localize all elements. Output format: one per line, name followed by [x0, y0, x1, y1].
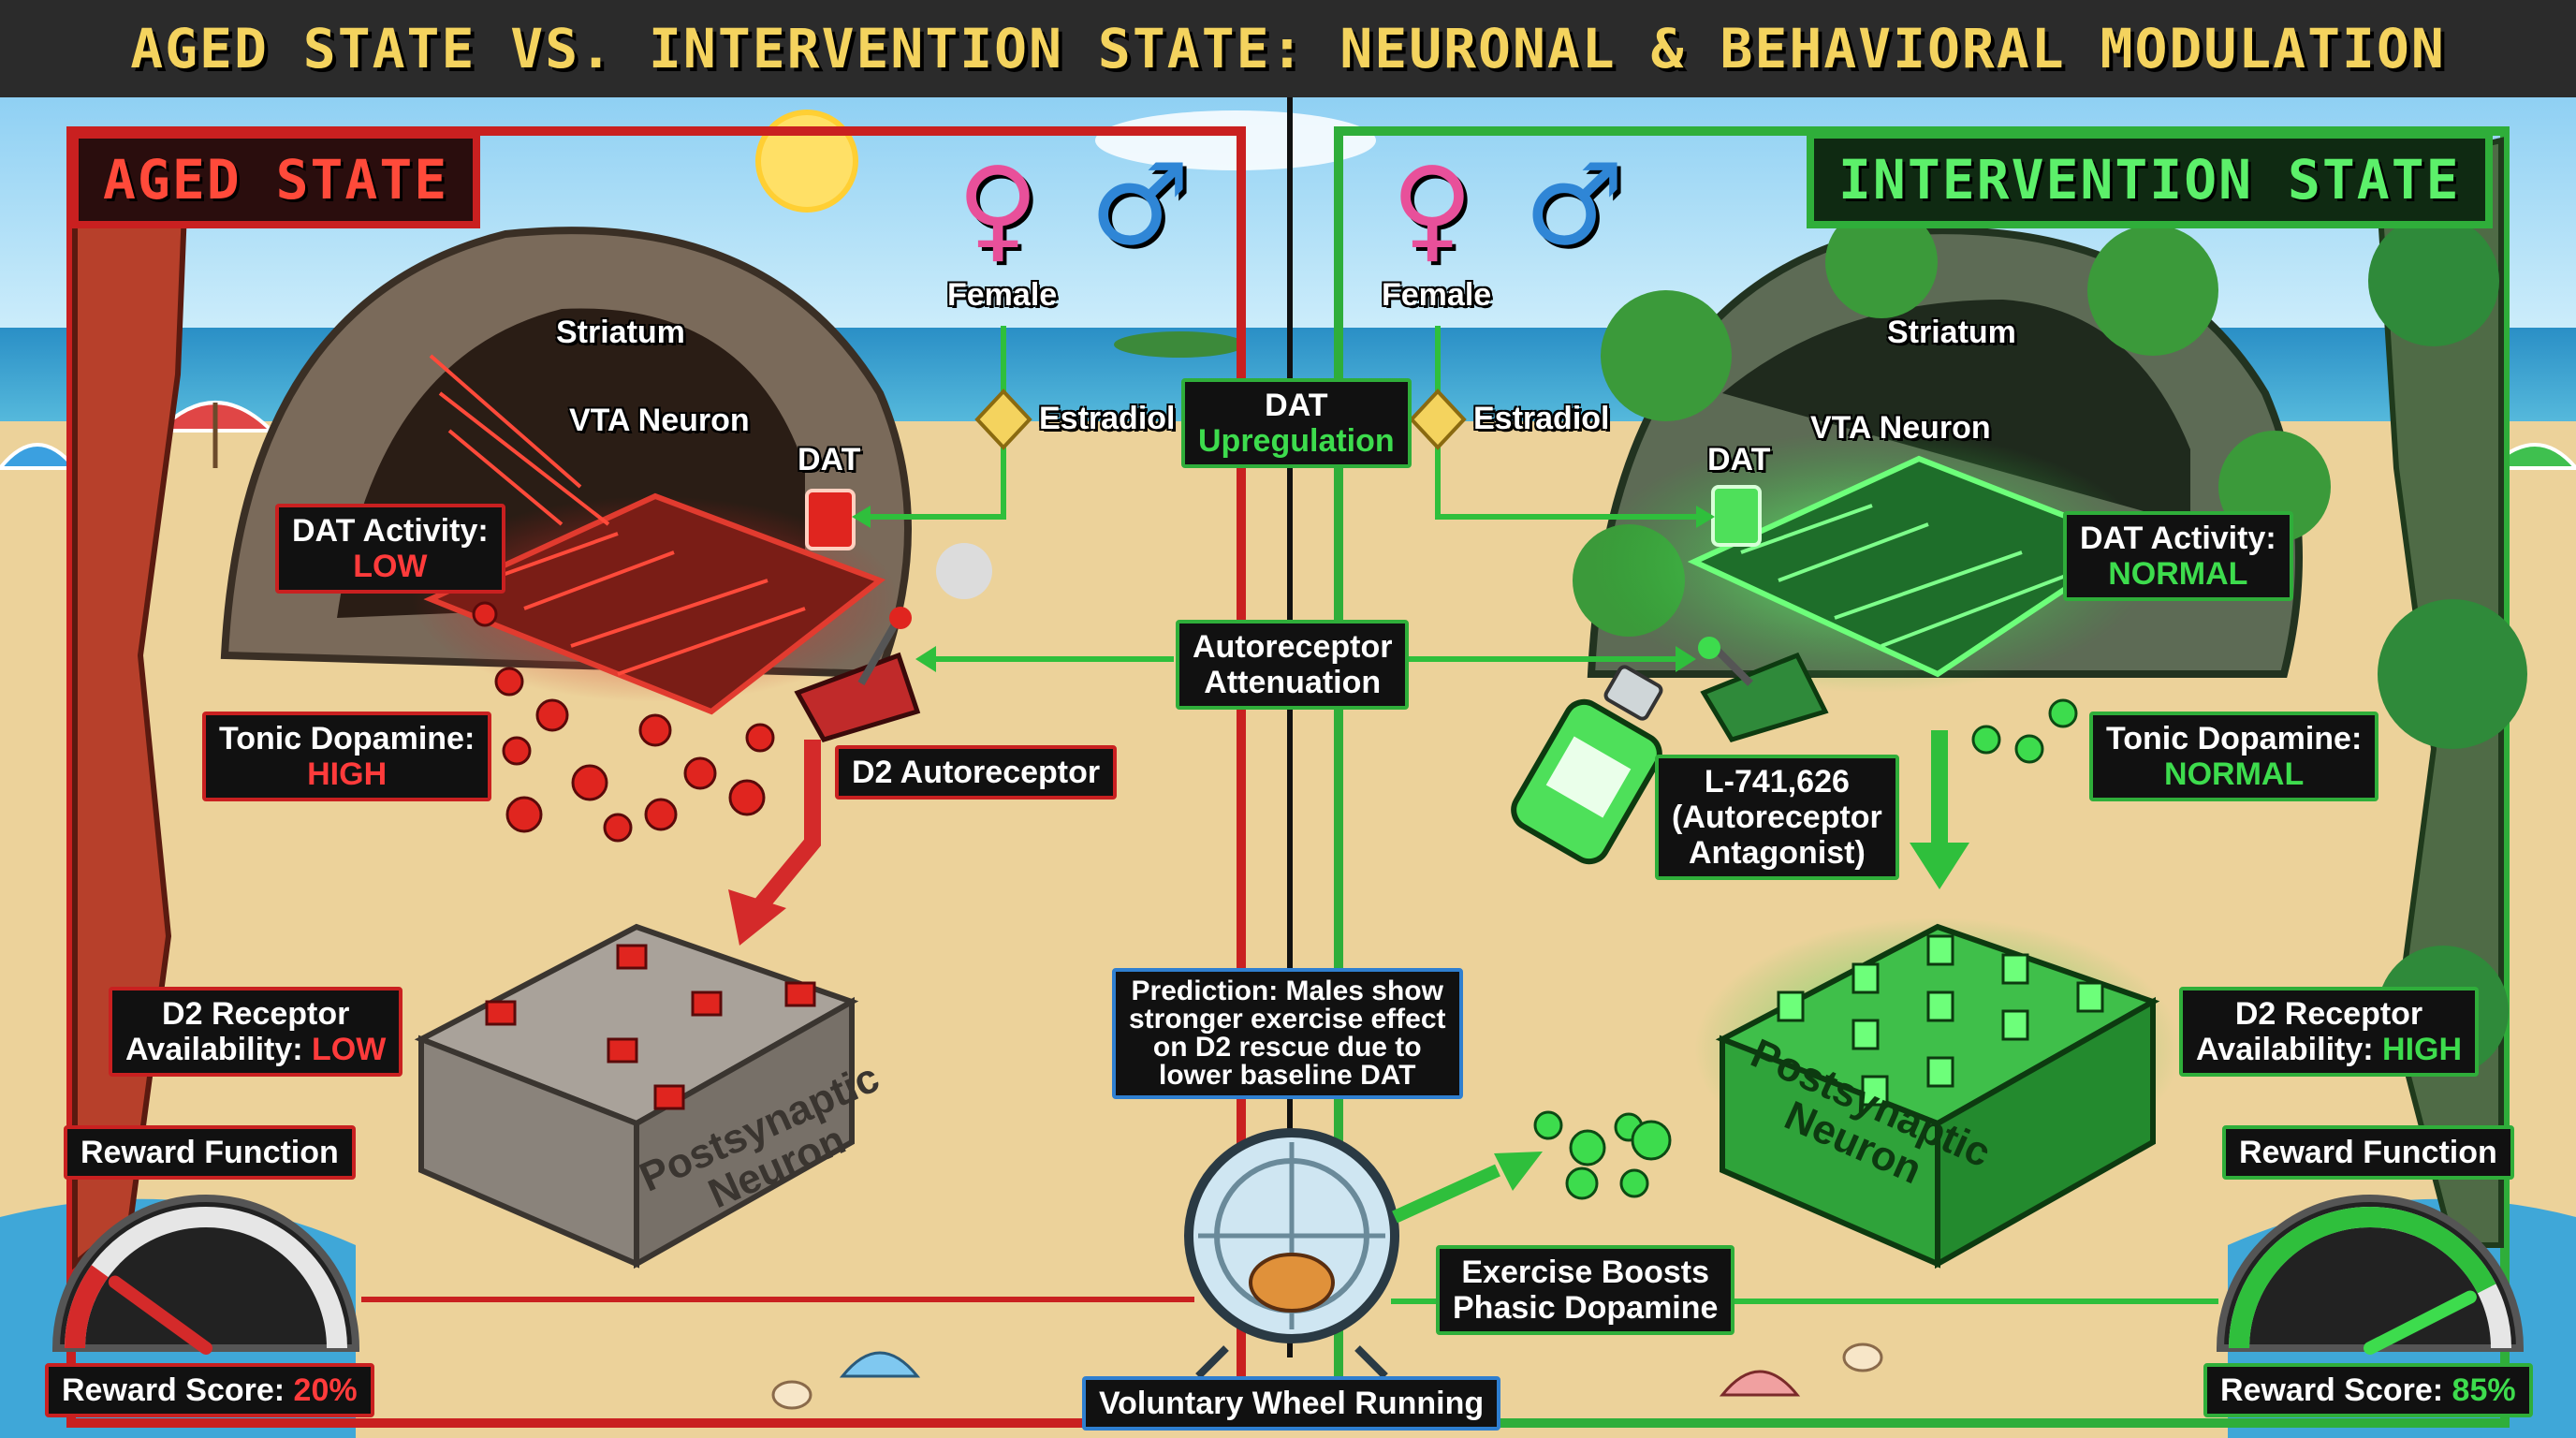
aged-estradiol-label: Estradiol: [1039, 401, 1176, 436]
exercise-boosts-label-1: Exercise Boosts: [1461, 1255, 1709, 1290]
sun-icon: [755, 110, 858, 213]
intervention-reward-gauge: [2216, 1195, 2525, 1355]
exercise-boosts-label-2: Phasic Dopamine: [1453, 1290, 1719, 1326]
prediction-line-3: on D2 rescue due to: [1152, 1032, 1422, 1063]
aged-tonic-dopamine-dots: [472, 601, 775, 843]
aged-d2-availability-label-1: D2 Receptor: [162, 996, 350, 1032]
aged-d2-availability-box: D2 Receptor Availability: LOW: [109, 987, 403, 1077]
aged-dat-label: DAT: [798, 442, 861, 477]
aged-reward-gauge: [51, 1195, 360, 1355]
intervention-d2-availability-value: HIGH: [2382, 1032, 2463, 1067]
title-bar: AGED STATE VS. INTERVENTION STATE: NEURO…: [0, 0, 2576, 97]
aged-reward-score-label: Reward Score:: [62, 1372, 285, 1408]
main-title: AGED STATE VS. INTERVENTION STATE: NEURO…: [130, 17, 2446, 81]
intervention-dat-transporter-icon: [1711, 485, 1762, 547]
prediction-line-4: lower baseline DAT: [1158, 1060, 1416, 1091]
antagonist-bottle-icon: [1511, 665, 1663, 865]
intervention-tonic-dopamine-value: NORMAL: [2164, 756, 2305, 792]
intervention-tonic-dopamine-label: Tonic Dopamine:: [2106, 721, 2363, 756]
prediction-line-1: Prediction: Males show: [1131, 976, 1443, 1006]
antagonist-label-2: (Autoreceptor: [1672, 800, 1882, 835]
intervention-d2-availability-label-1: D2 Receptor: [2234, 996, 2423, 1032]
aged-female-label: Female: [947, 277, 1058, 313]
antagonist-label-1: L-741,626: [1704, 764, 1850, 800]
aged-d2-autoreceptor-lever: [794, 652, 921, 742]
aged-reward-score-value: 20%: [293, 1372, 358, 1408]
intervention-female-symbol-icon: ♀: [1391, 144, 1473, 274]
autoreceptor-attenuation-label-2: Attenuation: [1204, 665, 1382, 700]
aged-dat-activity-box: DAT Activity: LOW: [275, 504, 505, 594]
prediction-line-2: stronger exercise effect: [1129, 1004, 1446, 1034]
aged-striatum-label: Striatum: [556, 315, 685, 350]
aged-female-symbol-icon: ♀: [957, 144, 1039, 274]
aged-reward-function-label: Reward Function: [64, 1125, 356, 1180]
intervention-striatum-label: Striatum: [1887, 315, 2016, 350]
aged-panel-title: AGED STATE: [71, 131, 481, 228]
antagonist-label-3: Antagonist): [1688, 835, 1866, 871]
exercise-boosts-box: Exercise Boosts Phasic Dopamine: [1436, 1245, 1735, 1335]
aged-vta-neuron-label: VTA Neuron: [569, 403, 750, 438]
aged-panel-border: [66, 126, 1246, 1428]
aged-arrow-head: [728, 889, 786, 946]
intervention-dat-activity-box: DAT Activity: NORMAL: [2063, 511, 2293, 601]
intervention-dat-activity-value: NORMAL: [2108, 556, 2248, 592]
intervention-reward-function-label: Reward Function: [2222, 1125, 2514, 1180]
intervention-reward-score-label: Reward Score:: [2220, 1372, 2444, 1408]
aged-reward-score-box: Reward Score: 20%: [45, 1363, 374, 1417]
aged-d2-availability-label-2: Availability:: [125, 1032, 303, 1067]
aged-tonic-dopamine-value: HIGH: [307, 756, 388, 792]
intervention-male-symbol-icon: ♂: [1524, 140, 1625, 271]
intervention-tonic-dopamine-box: Tonic Dopamine: NORMAL: [2089, 712, 2379, 801]
intervention-tonic-dopamine-dots: [1971, 698, 2078, 764]
aged-d2-availability-value: LOW: [312, 1032, 387, 1067]
intervention-autoreceptor-lever: [1700, 652, 1829, 742]
intervention-dat-label: DAT: [1707, 442, 1771, 477]
intervention-estradiol-label: Estradiol: [1473, 401, 1610, 436]
intervention-reward-score-value: 85%: [2452, 1372, 2516, 1408]
hamster-wheel-icon: [1184, 1128, 1399, 1379]
intervention-d2-availability-box: D2 Receptor Availability: HIGH: [2179, 987, 2480, 1077]
aged-d2-autoreceptor-label: D2 Autoreceptor: [835, 745, 1118, 800]
autoreceptor-attenuation-label-1: Autoreceptor: [1193, 629, 1393, 665]
dat-upregulation-box: DAT Upregulation: [1181, 378, 1412, 468]
hamster-icon: [1249, 1253, 1335, 1313]
intervention-arrow-head: [1910, 843, 1969, 889]
intervention-vta-neuron-label: VTA Neuron: [1810, 410, 1991, 446]
aged-estradiol-diamond-icon: [974, 389, 1032, 450]
intervention-estradiol-diamond-icon: [1409, 389, 1467, 450]
voluntary-wheel-running-label: Voluntary Wheel Running: [1082, 1376, 1501, 1431]
aged-dat-activity-value: LOW: [353, 549, 428, 584]
intervention-panel-title: INTERVENTION STATE: [1807, 131, 2493, 228]
aged-male-symbol-icon: ♂: [1090, 140, 1191, 271]
intervention-dat-activity-label: DAT Activity:: [2080, 521, 2276, 556]
intervention-reward-score-box: Reward Score: 85%: [2203, 1363, 2533, 1417]
intervention-d2-availability-label-2: Availability:: [2196, 1032, 2374, 1067]
antagonist-box: L-741,626 (Autoreceptor Antagonist): [1655, 755, 1899, 880]
prediction-box: Prediction: Males show stronger exercise…: [1112, 968, 1463, 1099]
dat-upregulation-label-2: Upregulation: [1198, 423, 1395, 459]
aged-tonic-dopamine-label: Tonic Dopamine:: [219, 721, 476, 756]
dat-upregulation-label-1: DAT: [1265, 388, 1328, 423]
intervention-female-label: Female: [1382, 277, 1492, 313]
phasic-dopamine-dots: [1533, 1110, 1672, 1200]
aged-dat-transporter-icon: [805, 489, 856, 550]
aged-dat-activity-label: DAT Activity:: [292, 513, 489, 549]
autoreceptor-attenuation-box: Autoreceptor Attenuation: [1176, 620, 1410, 710]
aged-tonic-dopamine-box: Tonic Dopamine: HIGH: [202, 712, 492, 801]
